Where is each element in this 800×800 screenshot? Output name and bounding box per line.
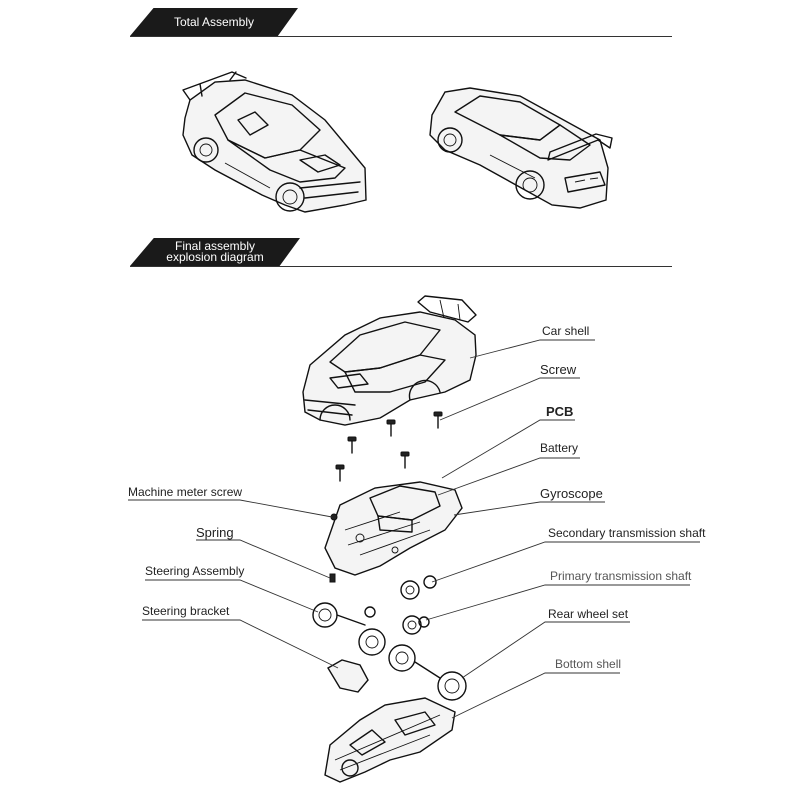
label-bottom-shell: Bottom shell xyxy=(555,657,622,671)
banner-explosion-line1: Final assembly xyxy=(174,239,256,253)
banner-explosion-rule xyxy=(130,266,672,267)
screw xyxy=(347,436,357,454)
label-screw: Screw xyxy=(540,362,577,377)
leader-lines xyxy=(128,339,700,719)
steering-bracket xyxy=(327,659,369,693)
steering-assembly xyxy=(312,602,386,656)
screws xyxy=(335,411,443,482)
banner-total-assembly-title: Total Assembly xyxy=(173,14,255,29)
exploded-car-shell xyxy=(302,295,477,426)
label-rear-wheel-set: Rear wheel set xyxy=(548,607,629,621)
car-front-view xyxy=(182,71,367,213)
label-primary-transmission-shaft: Primary transmission shaft xyxy=(550,569,692,583)
banner-total-assembly-rule xyxy=(130,36,672,37)
banner-total-assembly-tab: Total Assembly xyxy=(130,8,298,36)
pcb-board xyxy=(324,481,463,576)
spring xyxy=(329,573,336,583)
banner-explosion-line2: explosion diagram xyxy=(166,250,264,264)
label-car-shell: Car shell xyxy=(542,324,590,338)
label-steering-bracket: Steering bracket xyxy=(142,604,230,618)
car-rear-view xyxy=(429,87,613,209)
label-spring: Spring xyxy=(196,525,234,540)
secondary-transmission-shaft xyxy=(400,575,437,600)
label-secondary-transmission-shaft: Secondary transmission shaft xyxy=(548,526,706,540)
screw xyxy=(433,411,443,429)
bottom-shell xyxy=(324,697,456,783)
label-gyroscope: Gyroscope xyxy=(540,486,603,501)
screw xyxy=(400,451,410,469)
label-battery: Battery xyxy=(540,441,579,455)
label-steering-assembly: Steering Assembly xyxy=(145,564,245,578)
banner-explosion-tab: Final assembly explosion diagram xyxy=(130,238,300,266)
label-pcb: PCB xyxy=(546,404,574,419)
label-machine-meter-screw: Machine meter screw xyxy=(128,485,243,499)
screw xyxy=(386,419,396,437)
rear-wheel-set xyxy=(388,644,467,701)
primary-transmission-shaft xyxy=(402,615,430,635)
screw xyxy=(335,464,345,482)
